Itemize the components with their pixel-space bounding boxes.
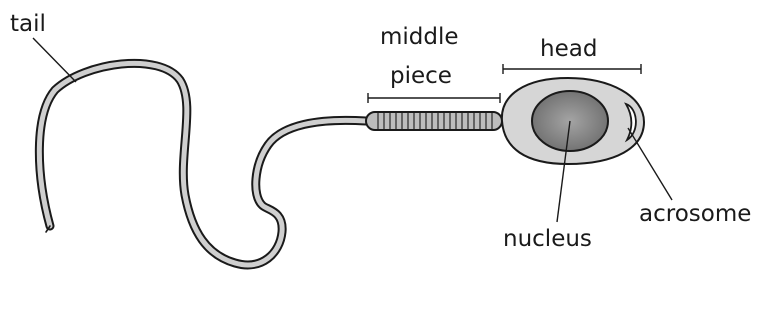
head bbox=[502, 78, 644, 164]
tail-lower-loop bbox=[258, 205, 472, 287]
middle-piece bbox=[366, 112, 502, 130]
middle-piece-label-line1: middle bbox=[380, 24, 459, 50]
nucleus-label: nucleus bbox=[503, 226, 592, 252]
tail-body bbox=[39, 63, 370, 265]
middle-piece-body bbox=[366, 112, 502, 130]
tail-loop-outline bbox=[262, 205, 463, 281]
head-label: head bbox=[540, 36, 597, 62]
acrosome-label: acrosome bbox=[639, 201, 751, 227]
middle-piece-bracket bbox=[368, 93, 500, 103]
head-bracket bbox=[503, 64, 641, 74]
tail-leader-line bbox=[33, 38, 76, 82]
tail-outline bbox=[39, 63, 370, 265]
tail bbox=[39, 63, 462, 281]
middle-piece-label-line2: piece bbox=[390, 63, 452, 89]
tail-label: tail bbox=[10, 11, 46, 37]
acrosome-leader-line bbox=[628, 128, 672, 200]
